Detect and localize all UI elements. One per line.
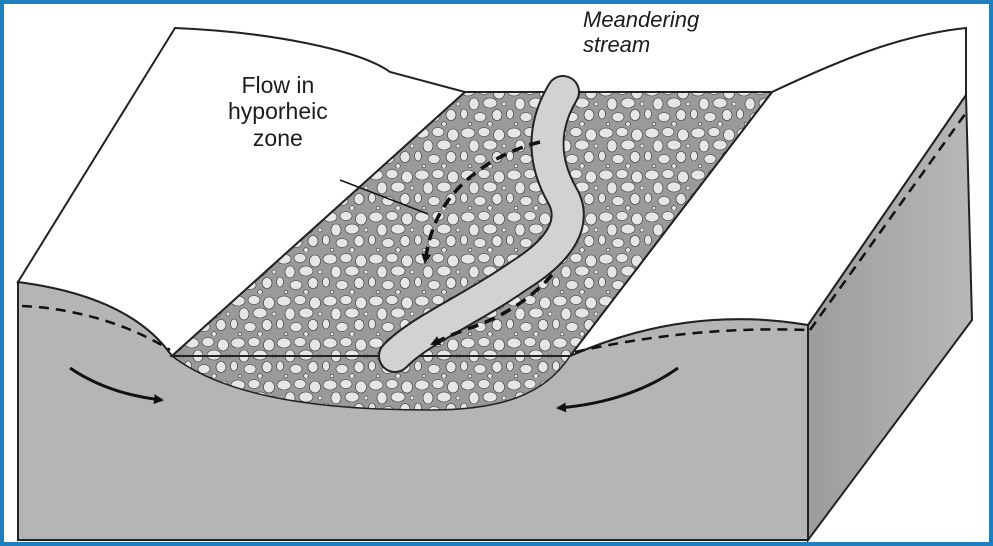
stream-label-line2: stream	[583, 32, 699, 57]
flow-label-line3: zone	[228, 125, 328, 151]
flow-label-line1: Flow in	[228, 72, 328, 98]
stream-label-line1: Meandering	[583, 7, 699, 32]
flow-label-line2: hyporheic	[228, 98, 328, 124]
meandering-stream-label: Meandering stream	[583, 7, 699, 58]
flow-in-hyporheic-zone-label: Flow in hyporheic zone	[228, 72, 328, 151]
